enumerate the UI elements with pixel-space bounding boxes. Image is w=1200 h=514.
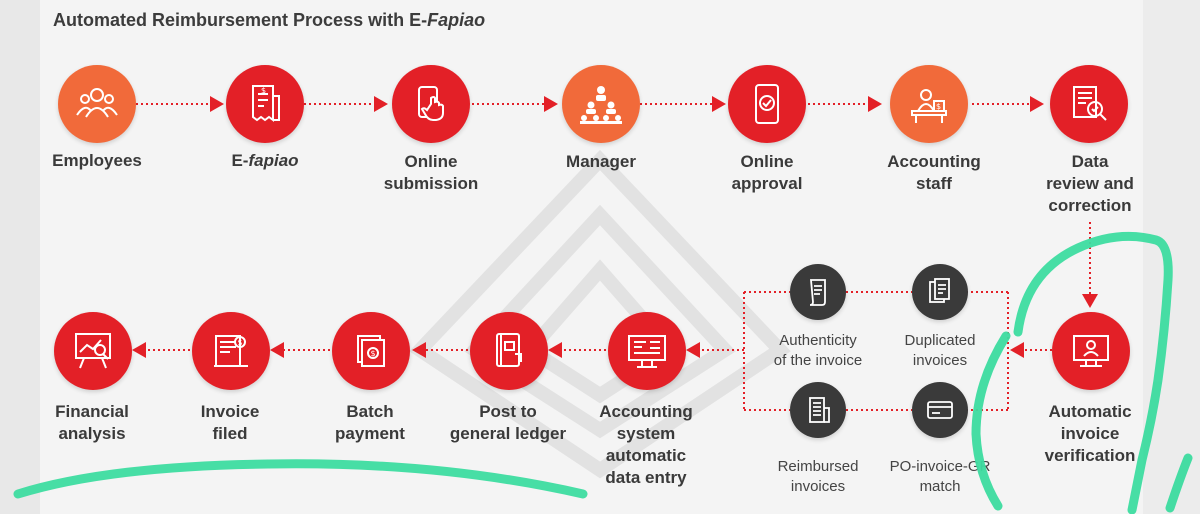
duplicated-node (912, 264, 968, 320)
online-submission-node (392, 65, 470, 143)
scroll-icon (809, 279, 826, 306)
filing-icon: $ (214, 335, 248, 367)
highlight-left-stroke (971, 331, 1011, 511)
desk-worker-icon: $ (911, 89, 947, 123)
online-approval-node (728, 65, 806, 143)
ledger-book-icon (496, 333, 522, 367)
reimbursed-node (790, 382, 846, 438)
post-general-ledger-node (470, 312, 548, 390)
banknotes-icon: $ (357, 335, 385, 367)
chart-board-icon (75, 333, 111, 369)
manager-node (562, 65, 640, 143)
org-chart-icon (580, 86, 622, 124)
accounting-system-node (608, 312, 686, 390)
phone-check-icon (755, 84, 779, 124)
page-title: Automated Reimbursement Process with E-F… (53, 10, 486, 30)
magnify-document-icon (1073, 86, 1107, 121)
po-match-node (912, 382, 968, 438)
phone-touch-icon (418, 86, 444, 121)
batch-payment-node: $ (332, 312, 410, 390)
copy-documents-icon (929, 278, 950, 303)
invoice-filed-node: $ (192, 312, 270, 390)
svg-text:$: $ (261, 86, 266, 95)
authenticity-node (790, 264, 846, 320)
svg-text:$: $ (936, 102, 941, 111)
monitor-data-icon (628, 335, 666, 368)
e-fapiao-node: $ (226, 65, 304, 143)
receipt-icon: $ (252, 85, 280, 122)
card-icon (927, 401, 953, 419)
employees-label: Employees (52, 151, 142, 170)
automatic-verification-node (1052, 312, 1130, 390)
financial-analysis-node (54, 312, 132, 390)
accounting-staff-node: $ (890, 65, 968, 143)
data-review-node (1050, 65, 1128, 143)
highlight-circle-mark (1013, 231, 1173, 514)
svg-text:$: $ (371, 349, 376, 358)
svg-text:$: $ (238, 338, 243, 347)
computer-user-icon (1073, 335, 1109, 367)
people-group-icon (76, 88, 118, 118)
highlight-right-stroke (1165, 453, 1193, 513)
e-fapiao-label: E-fapiao (231, 151, 299, 170)
employees-node (58, 65, 136, 143)
highlight-underline-mark (13, 459, 588, 499)
building-icon (809, 397, 830, 423)
manager-label: Manager (566, 152, 636, 171)
